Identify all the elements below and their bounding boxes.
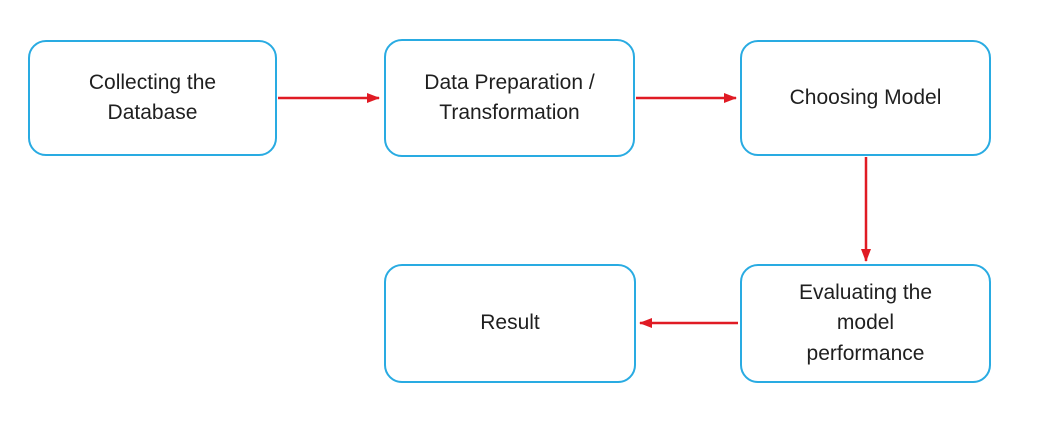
node-result-label: Result (480, 311, 540, 335)
node-data-preparation-label: Data Preparation / Transformation (424, 70, 595, 124)
node-result: Result (384, 264, 636, 383)
node-collecting-database: Collecting the Database (28, 40, 277, 156)
node-collecting-database-label: Collecting the Database (88, 70, 217, 124)
node-choosing-model-label: Choosing Model (789, 85, 942, 109)
node-choosing-model: Choosing Model (740, 40, 991, 156)
node-data-preparation: Data Preparation / Transformation (384, 39, 635, 157)
node-evaluating-performance-label: Evaluating the model performance (798, 280, 933, 365)
node-evaluating-performance: Evaluating the model performance (740, 264, 991, 383)
